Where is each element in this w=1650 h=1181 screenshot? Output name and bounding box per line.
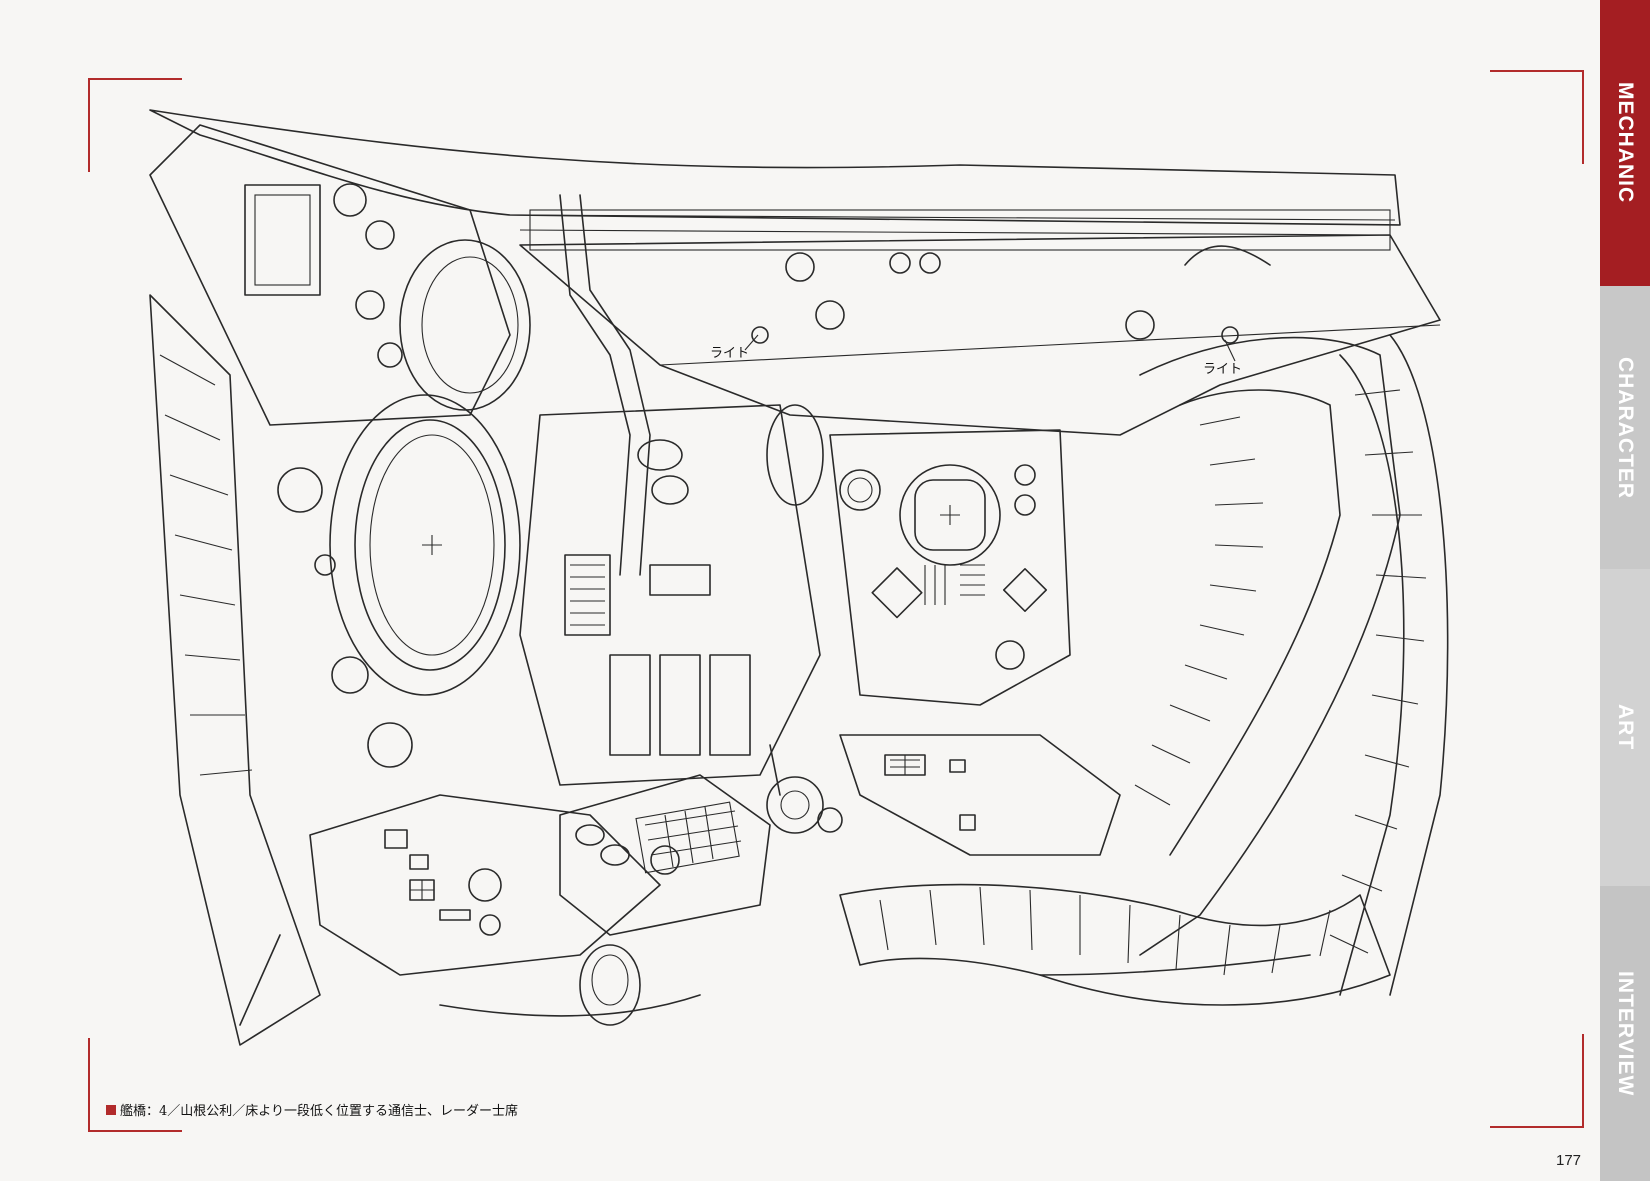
tab-character[interactable]: CHARACTER [1600,286,1650,569]
tab-character-label: CHARACTER [1614,356,1637,499]
light-annotation-right: ライト [1203,362,1242,377]
caption-marker-icon [106,1104,116,1115]
tab-interview[interactable]: INTERVIEW [1600,886,1650,1181]
tab-art-label: ART [1614,704,1637,751]
tab-mechanic[interactable]: MECHANIC [1600,0,1650,286]
caption-text: 艦橋：4／山根公利／床より一段低く位置する通信士、レーダー士席 [120,1104,519,1119]
bridge-console-illustration: ライト ライト [149,109,1449,1046]
page-number: 177 [1556,1152,1582,1169]
corner-mark-top-right [1490,70,1584,164]
light-annotation-left: ライト [710,346,749,361]
tab-art[interactable]: ART [1600,569,1650,886]
section-tab-strip: MECHANIC CHARACTER ART INTERVIEW [1600,0,1650,1181]
corner-mark-top-left [88,78,182,172]
corner-mark-bottom-left [88,1038,182,1132]
corner-mark-bottom-right [1490,1034,1584,1128]
tab-interview-label: INTERVIEW [1614,970,1637,1097]
illustration-caption: 艦橋：4／山根公利／床より一段低く位置する通信士、レーダー士席 [106,1100,518,1119]
tab-mechanic-label: MECHANIC [1614,82,1637,204]
